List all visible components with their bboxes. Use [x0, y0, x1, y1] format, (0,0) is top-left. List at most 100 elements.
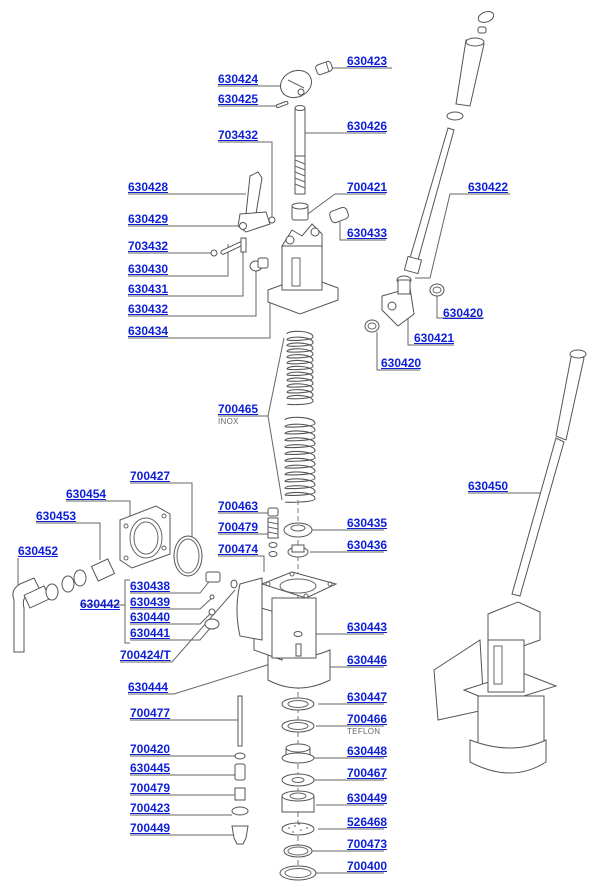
part-630441-nut [204, 618, 220, 630]
part-630439-ball [209, 594, 215, 600]
leader-630442 [80, 579, 130, 644]
part-link-630430[interactable]: 630430 [128, 262, 169, 276]
part-link-700421[interactable]: 700421 [347, 180, 388, 194]
part-630446-group-body [236, 571, 338, 689]
part-link-630423[interactable]: 630423 [347, 54, 388, 68]
part-link-700424-t[interactable]: 700424/T [120, 648, 171, 662]
leader-630454 [66, 500, 131, 520]
part-link-630440[interactable]: 630440 [130, 610, 171, 624]
part-link-630426[interactable]: 630426 [347, 119, 388, 133]
part-link-630433[interactable]: 630433 [347, 226, 388, 240]
part-link-630432[interactable]: 630432 [128, 302, 169, 316]
leader-700427 [130, 482, 193, 538]
washer-3 [73, 569, 87, 587]
part-link-630453[interactable]: 630453 [36, 509, 77, 523]
part-link-630420[interactable]: 630420 [443, 306, 484, 320]
part-link-630446[interactable]: 630446 [347, 653, 388, 667]
part-link-703432[interactable]: 703432 [218, 128, 259, 142]
part-link-700465[interactable]: 700465 [218, 402, 259, 416]
part-link-700463[interactable]: 700463 [218, 499, 259, 513]
top-parts [210, 60, 349, 315]
part-700463-plug [267, 507, 279, 517]
leader-703432a [218, 141, 273, 218]
part-link-630424[interactable]: 630424 [218, 72, 259, 86]
leader-630444 [128, 655, 297, 695]
part-link-700466[interactable]: 700466 [347, 712, 388, 726]
part-link-630425[interactable]: 630425 [218, 92, 259, 106]
part-630424-knob [279, 69, 313, 99]
part-link-700479[interactable]: 700479 [218, 520, 259, 534]
part-link-630420[interactable]: 630420 [381, 356, 422, 370]
part-link-630428[interactable]: 630428 [128, 180, 169, 194]
part-link-630445[interactable]: 630445 [130, 761, 171, 775]
part-link-700479[interactable]: 700479 [130, 781, 171, 795]
part-link-630421[interactable]: 630421 [414, 331, 455, 345]
part-link-526468[interactable]: 526468 [347, 815, 388, 829]
part-link-700474[interactable]: 700474 [218, 542, 259, 556]
part-link-630436[interactable]: 630436 [347, 538, 388, 552]
part-link-630439[interactable]: 630439 [130, 595, 171, 609]
leader-630433 [339, 222, 386, 241]
part-link-700473[interactable]: 700473 [347, 837, 388, 851]
part-link-630454[interactable]: 630454 [66, 487, 107, 501]
part-630429-nut [239, 222, 247, 230]
part-700479-spring-a [267, 517, 279, 539]
side-outlet-parts [12, 505, 238, 653]
part-link-630438[interactable]: 630438 [130, 579, 171, 593]
part-link-630434[interactable]: 630434 [128, 324, 169, 338]
part-link-630441[interactable]: 630441 [130, 626, 171, 640]
part-700477-stem [237, 695, 243, 747]
part-700479-spring-b [234, 787, 246, 801]
leader-630421 [407, 318, 454, 346]
part-link-630452[interactable]: 630452 [18, 544, 59, 558]
leader-630430 [128, 244, 229, 277]
part-630434-lever-support [267, 223, 339, 315]
part-link-630447[interactable]: 630447 [347, 690, 388, 704]
handle-ring [477, 26, 487, 34]
handle-washer [446, 111, 464, 121]
part-630447-ring [281, 697, 315, 711]
part-630449-filter-holder [281, 790, 315, 813]
part-link-700477[interactable]: 700477 [130, 706, 171, 720]
part-link-700400[interactable]: 700400 [347, 859, 388, 873]
part-link-630450[interactable]: 630450 [468, 479, 509, 493]
centre-column-parts [236, 500, 338, 881]
leader-lines [17, 67, 540, 874]
washer-1 [45, 583, 59, 601]
part-link-700420[interactable]: 700420 [130, 742, 171, 756]
part-630436-valve [287, 544, 309, 558]
part-526468-shower [281, 822, 315, 836]
part-630423-nipple [315, 60, 333, 76]
part-630448-ring [281, 743, 315, 764]
part-link-700449[interactable]: 700449 [130, 821, 171, 835]
part-link-630442[interactable]: 630442 [80, 597, 121, 611]
part-630453-nut [90, 558, 116, 582]
part-link-630422[interactable]: 630422 [468, 180, 509, 194]
part-630420-bush-a [429, 283, 445, 297]
part-link-630443[interactable]: 630443 [347, 620, 388, 634]
part-link-630429[interactable]: 630429 [128, 212, 169, 226]
part-700420-washer [234, 752, 246, 760]
part-630426-rod [294, 105, 306, 195]
leader-630438 [130, 577, 213, 594]
part-link-703432[interactable]: 703432 [128, 239, 169, 253]
handle-cap [477, 11, 495, 23]
part-link-630449[interactable]: 630449 [347, 791, 388, 805]
washer-2 [61, 575, 75, 593]
part-link-630448[interactable]: 630448 [347, 744, 388, 758]
leader-630420b [376, 332, 420, 371]
assembled-pump-view [433, 349, 587, 774]
part-link-630431[interactable]: 630431 [128, 282, 169, 296]
part-link-630435[interactable]: 630435 [347, 516, 388, 530]
lever-arm-parts [364, 11, 495, 333]
part-link-630444[interactable]: 630444 [128, 680, 169, 694]
part-630444-screw [295, 643, 302, 657]
part-link-700467[interactable]: 700467 [347, 766, 388, 780]
part-630443-washer [293, 631, 303, 637]
part-link-700423[interactable]: 700423 [130, 801, 171, 815]
assembled-flange [433, 639, 485, 721]
part-700449-plug [231, 825, 249, 845]
assembled-handle [555, 351, 585, 441]
part-630452-pipe [12, 577, 41, 653]
part-link-700427[interactable]: 700427 [130, 469, 171, 483]
